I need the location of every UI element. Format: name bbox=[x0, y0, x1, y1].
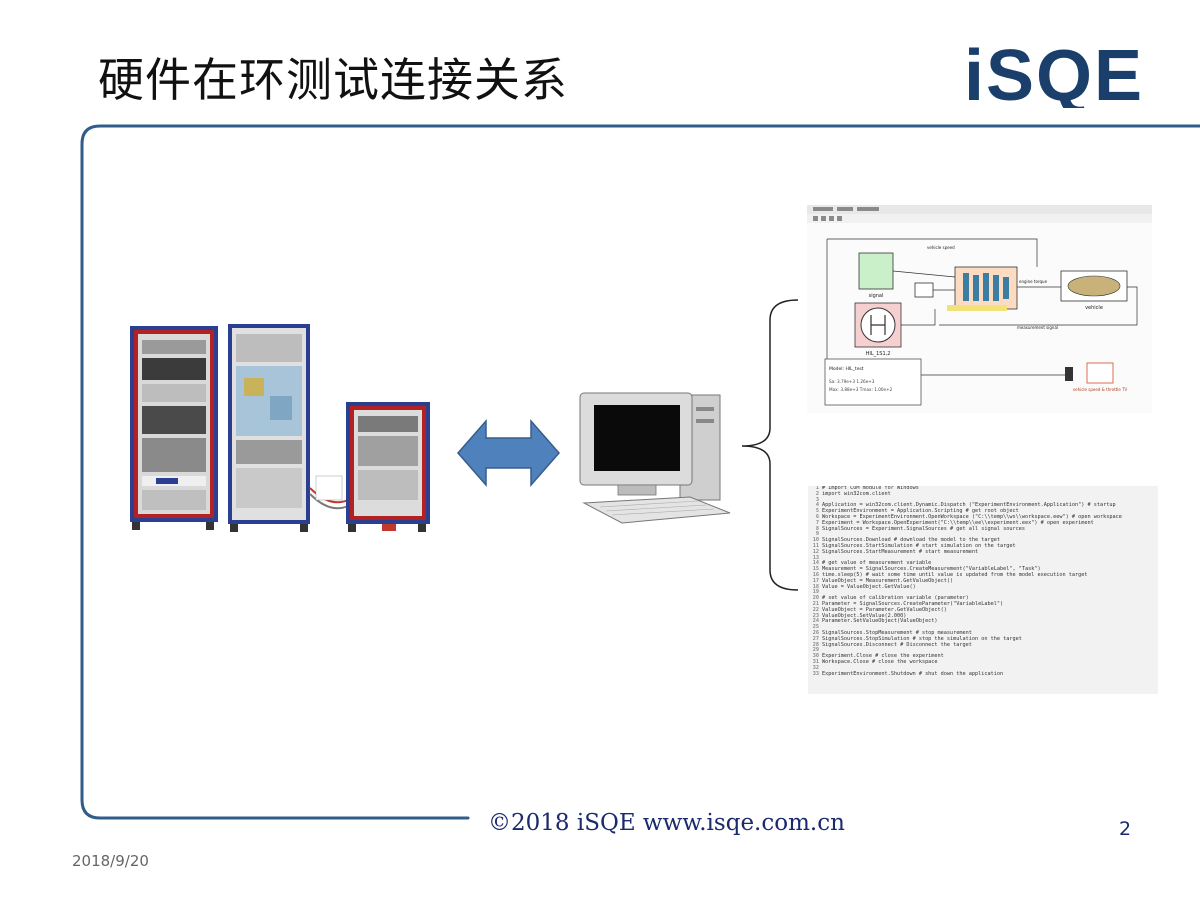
code-line: 14# get value of measurement variable bbox=[812, 560, 932, 567]
meas-title: Model: HIL_test bbox=[829, 366, 864, 372]
desktop-computer-icon bbox=[579, 392, 731, 524]
code-line: 20# set value of calibration variable (p… bbox=[812, 595, 969, 602]
footer-copyright: ©2018 iSQE www.isqe.com.cn bbox=[488, 810, 845, 836]
hil-rack-cabinets bbox=[130, 324, 430, 532]
code-line: 25 bbox=[812, 624, 819, 631]
simulink-model-screenshot: signal HIL_1S1,2 vehicle engine torque m… bbox=[807, 205, 1152, 413]
slide-title: 硬件在环测试连接关系 bbox=[98, 53, 568, 107]
block-vehicle-label: vehicle bbox=[1085, 305, 1103, 311]
code-line: 29 bbox=[812, 647, 819, 654]
rack-cabinet-1 bbox=[130, 326, 218, 530]
code-line: 32 bbox=[812, 664, 819, 671]
block-hil-label: HIL_1S1,2 bbox=[866, 351, 891, 357]
rack-cabinet-2 bbox=[228, 324, 310, 532]
code-line: 19 bbox=[812, 589, 819, 596]
logo-text: iSQE bbox=[964, 38, 1144, 108]
out-label: vehicle speed & throttle TV bbox=[1073, 387, 1128, 392]
page-number: 2 bbox=[1119, 818, 1132, 840]
rack-cabinet-3 bbox=[346, 402, 430, 532]
meas-line-2: Max: 3.88e+3 Tmax: 1.00e+2 bbox=[829, 387, 893, 392]
meas-line-1: Sa: 3.79e+3 1.26e+3 bbox=[829, 379, 875, 384]
code-line: 9 bbox=[815, 531, 819, 538]
label-measurement: measurement signal bbox=[1017, 325, 1058, 330]
isqe-logo: iSQE bbox=[964, 38, 1144, 108]
code-line: 13 bbox=[812, 554, 819, 561]
code-line: 1# Import COM module for Windows bbox=[815, 486, 919, 491]
label-engine-torque: engine torque bbox=[1019, 279, 1048, 284]
slide-date: 2018/9/20 bbox=[72, 852, 149, 870]
code-line: 3 bbox=[815, 496, 819, 503]
label-vehicle-speed: vehicle speed bbox=[927, 245, 955, 250]
curly-brace-icon bbox=[741, 299, 799, 591]
bidirectional-arrow-icon bbox=[457, 419, 560, 487]
block-signal-label: signal bbox=[869, 293, 884, 299]
